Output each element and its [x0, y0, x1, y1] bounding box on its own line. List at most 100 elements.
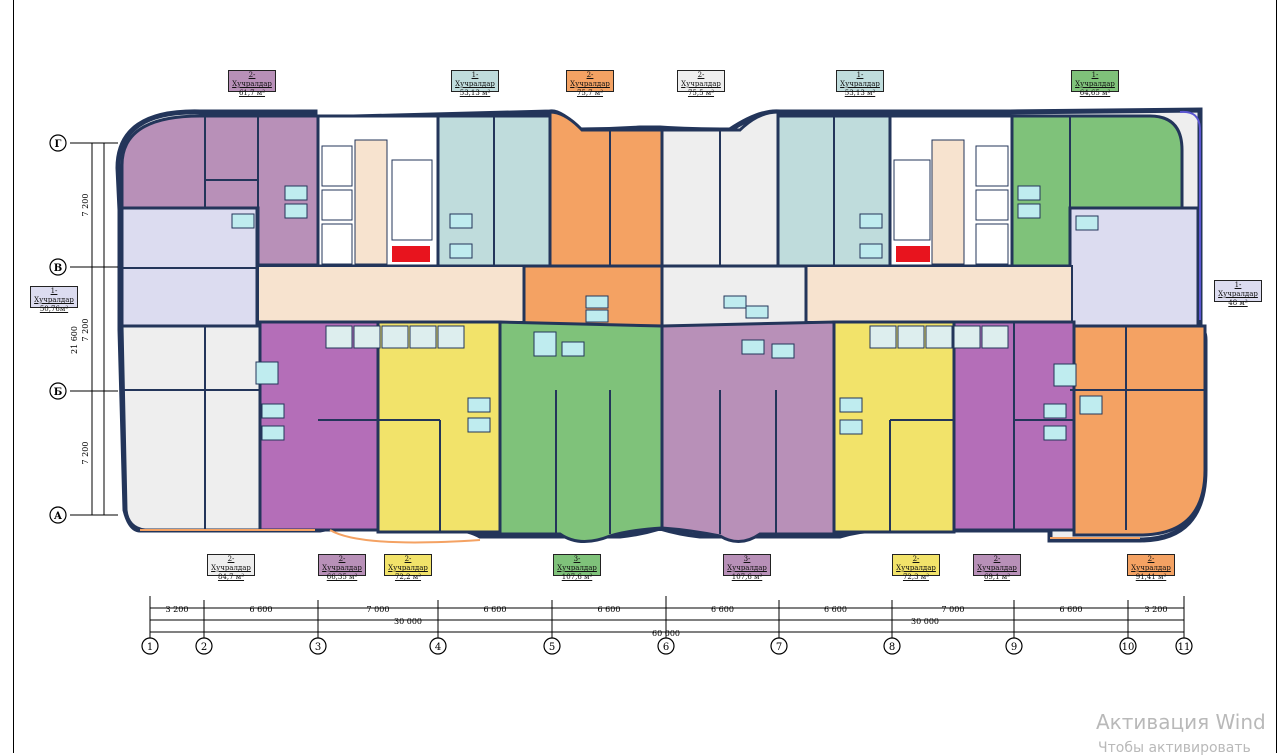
tag-bottom-1-title: 2-Хучралдар — [322, 555, 362, 572]
tag-side-left-area: 50,76м² — [39, 305, 69, 313]
lift-shaft-left-2 — [321, 189, 353, 221]
axis-marker-col-1: 1 — [141, 637, 159, 655]
balconies — [140, 529, 1140, 544]
axis-col-label-4: 4 — [435, 642, 441, 653]
corridor — [257, 265, 525, 323]
apartment-top-orange — [548, 110, 664, 268]
storage-cells — [325, 325, 1009, 349]
dim-left-total: 21 600 — [70, 326, 79, 354]
dim-bottom-7: 7 000 — [942, 605, 965, 614]
apartment-bottom-purple — [660, 320, 836, 543]
lift-hall-left — [354, 139, 388, 265]
balcony-right-top-edge — [1179, 110, 1201, 320]
axis-marker-col-2: 2 — [195, 637, 213, 655]
stair-right — [893, 159, 931, 241]
axis-marker-col-11: 11 — [1175, 637, 1193, 655]
axis-label-3: А — [54, 511, 63, 522]
apartment-bottom-right-orange — [1072, 324, 1207, 537]
dim-left-0: 7 200 — [81, 194, 90, 217]
bathrooms — [231, 185, 1103, 441]
tag-top-0-title: 2-Хучралдар — [232, 71, 272, 88]
tag-bottom-2-title: 2-Хучралдар — [388, 555, 428, 572]
tag-bottom-5-title: 2-Хучралдар — [896, 555, 936, 572]
axis-col-label-3: 3 — [315, 642, 321, 653]
axis-col-label-9: 9 — [1011, 642, 1017, 653]
tag-bottom-7-title: 2-Хучралдар — [1131, 555, 1171, 572]
axis-marker-1: В — [49, 258, 67, 276]
tag-top-4-title: 1-Хучралдар — [840, 71, 880, 88]
axis-label-2: Б — [54, 387, 63, 398]
tag-top-3-area: 75,5 м² — [687, 89, 715, 97]
dim-bottom-half-0: 30 000 — [394, 617, 422, 626]
corridor-right — [805, 265, 1073, 323]
axis-marker-col-8: 8 — [883, 637, 901, 655]
dim-bottom-4: 6 600 — [598, 605, 621, 614]
axis-marker-2: Б — [49, 382, 67, 400]
tag-side-left-title: 1-Хучралдар — [34, 287, 74, 304]
axis-col-label-1: 1 — [147, 642, 153, 653]
tag-side-right-area: 48 м² — [1228, 299, 1248, 307]
partitions — [122, 116, 1205, 534]
tag-bottom-0-area: 84,7 м² — [217, 573, 245, 581]
tag-bottom-0-title: 2-Хучралдар — [211, 555, 251, 572]
activation-watermark-line1: Активация Wind — [1096, 710, 1266, 734]
tag-side-right-title: 1-Хучралдар — [1218, 281, 1258, 298]
tag-top-5-area: 64,65 м² — [1079, 89, 1111, 97]
lift-red-right — [896, 246, 930, 262]
tag-top-2-area: 75,7 м² — [576, 89, 604, 97]
tag-bottom-2-area: 72,2 м² — [394, 573, 422, 581]
tag-top-1-area: 53,13 м² — [459, 89, 491, 97]
axis-marker-0: Г — [49, 134, 67, 152]
tag-bottom-6-area: 69,1 м² — [983, 573, 1011, 581]
axis-marker-col-9: 9 — [1005, 637, 1023, 655]
bottom-dimension-lines — [149, 596, 1185, 638]
frame-right-line — [1276, 0, 1277, 753]
dim-bottom-9: 3 200 — [1145, 605, 1168, 614]
axis-marker-col-5: 5 — [543, 637, 561, 655]
lift-red-left — [392, 246, 430, 262]
axis-col-label-8: 8 — [889, 642, 895, 653]
axis-marker-3: А — [49, 506, 67, 524]
axis-marker-col-4: 4 — [429, 637, 447, 655]
tag-top-5-title: 1-Хучралдар — [1075, 71, 1115, 88]
dim-bottom-8: 6 600 — [1060, 605, 1083, 614]
dim-bottom-1: 6 600 — [250, 605, 273, 614]
dim-bottom-total: 60 000 — [652, 629, 680, 638]
axis-col-label-7: 7 — [776, 642, 782, 653]
lift-shaft-right-3 — [975, 223, 1009, 265]
axis-label-0: Г — [55, 139, 62, 150]
dim-bottom-6: 6 600 — [824, 605, 847, 614]
tag-bottom-4-area: 107,6 м² — [731, 573, 763, 581]
tag-top-2-title: 2-Хучралдар — [570, 71, 610, 88]
tag-bottom-6-title: 2-Хучралдар — [977, 555, 1017, 572]
lift-shaft-right-2 — [975, 189, 1009, 221]
stair-left — [391, 159, 433, 241]
axis-label-1: В — [54, 263, 62, 274]
axis-marker-col-7: 7 — [770, 637, 788, 655]
axis-col-label-5: 5 — [549, 642, 555, 653]
axis-col-label-2: 2 — [201, 642, 207, 653]
apartment-bottom-green — [498, 320, 664, 543]
tag-bottom-5-area: 72,3 м² — [902, 573, 930, 581]
axis-marker-col-10: 10 — [1119, 637, 1137, 655]
axis-marker-col-6: 6 — [657, 637, 675, 655]
tag-top-1-title: 1-Хучралдар — [455, 71, 495, 88]
